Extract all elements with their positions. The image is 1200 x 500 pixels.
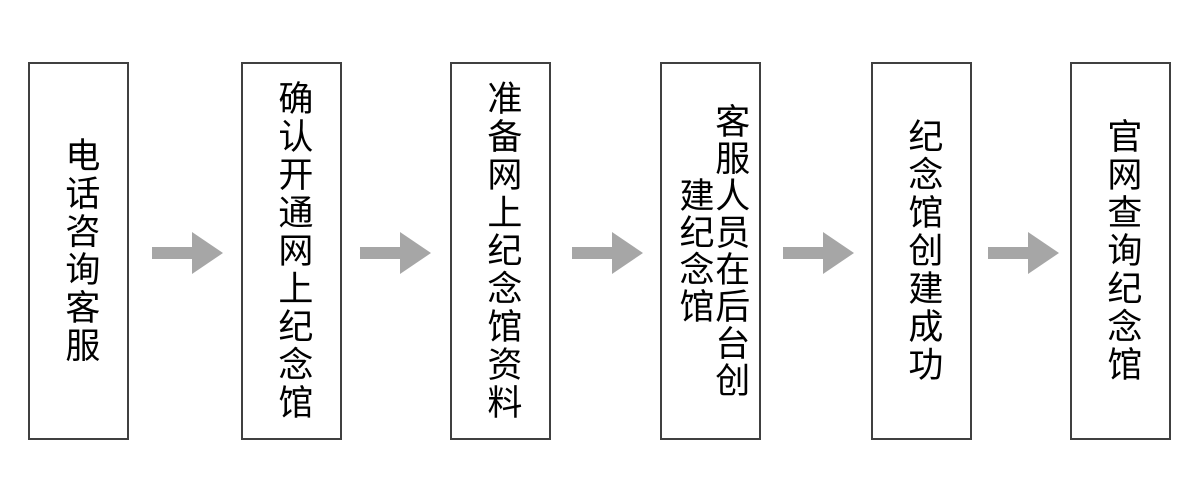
process-node-4[interactable]: 客服人员在后台创建纪念馆 [660, 62, 761, 440]
flow-arrow-5 [988, 231, 1060, 275]
process-node-2[interactable]: 确认开通网上纪念馆 [241, 62, 342, 440]
process-node-1-label: 电话咨询客服 [59, 137, 100, 365]
process-node-6[interactable]: 官网查询纪念馆 [1070, 62, 1171, 440]
process-node-3[interactable]: 准备网上纪念馆资料 [450, 62, 551, 440]
flow-arrow-4 [783, 231, 855, 275]
process-node-5-label: 纪念馆创建成功 [902, 118, 943, 384]
flow-arrow-3 [572, 231, 644, 275]
process-node-2-label: 确认开通网上纪念馆 [272, 80, 313, 422]
process-node-3-label: 准备网上纪念馆资料 [481, 80, 522, 422]
process-node-5[interactable]: 纪念馆创建成功 [871, 62, 972, 440]
process-node-6-label: 官网查询纪念馆 [1101, 118, 1142, 384]
flow-arrow-2 [360, 231, 432, 275]
process-node-4-label: 客服人员在后台创建纪念馆 [673, 103, 750, 399]
flow-arrow-1 [152, 231, 224, 275]
process-node-1[interactable]: 电话咨询客服 [28, 62, 129, 440]
